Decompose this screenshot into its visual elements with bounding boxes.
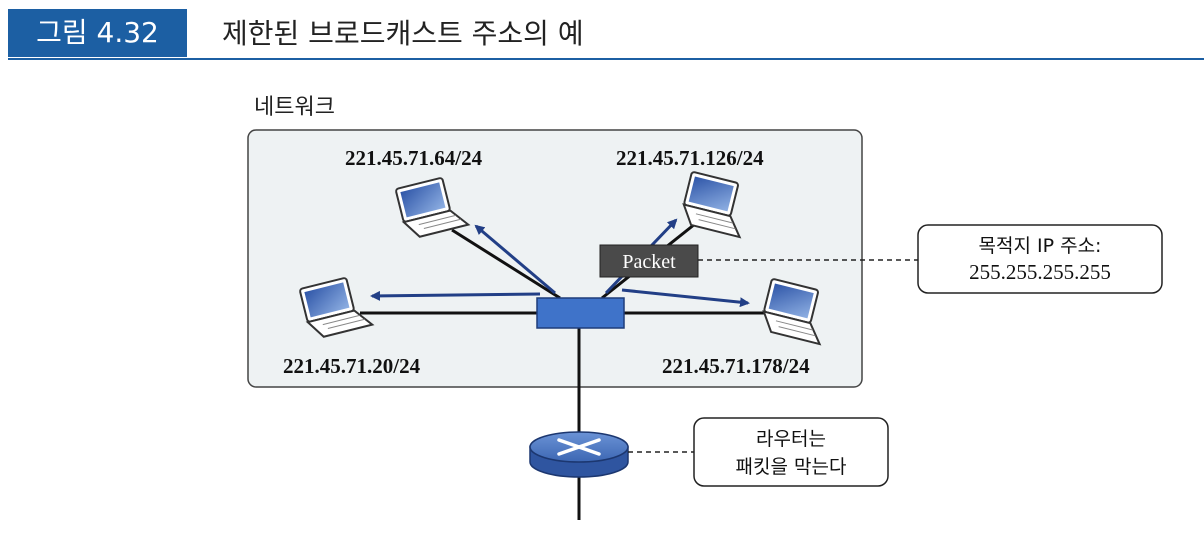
host-ip-label: 221.45.71.20/24 (283, 354, 421, 378)
network-label: 네트워크 (254, 95, 335, 120)
router-callout-line2: 패킷을 막는다 (736, 456, 847, 478)
title-rule (8, 58, 1204, 60)
switch-icon (536, 297, 625, 329)
figure-title: 제한된 브로드캐스트 주소의 예 (222, 17, 584, 50)
network-area (247, 129, 863, 388)
arrow-to-host-20 (370, 290, 541, 301)
laptop-icon (395, 177, 471, 238)
destination-callout (917, 224, 1163, 294)
arrow-to-host-178 (621, 288, 750, 308)
router-callout-line1: 라우터는 (756, 428, 826, 450)
router-icon (529, 431, 629, 478)
wire-host-64 (451, 228, 561, 300)
laptop-icon (682, 171, 742, 239)
laptop-icon (299, 277, 375, 338)
figure-number-badge: 그림 4.32 (8, 9, 187, 57)
router-callout (693, 417, 889, 487)
laptop-icon (762, 278, 822, 346)
host-ip-label: 221.45.71.178/24 (662, 354, 810, 378)
destination-callout-line2: 255.255.255.255 (969, 260, 1111, 284)
host-ip-label: 221.45.71.64/24 (345, 146, 483, 170)
packet-label: Packet (622, 251, 676, 273)
arrow-to-host-64 (474, 224, 556, 295)
packet-box (599, 244, 699, 278)
host-ip-label: 221.45.71.126/24 (616, 146, 764, 170)
destination-callout-line1: 목적지 IP 주소: (979, 235, 1102, 257)
